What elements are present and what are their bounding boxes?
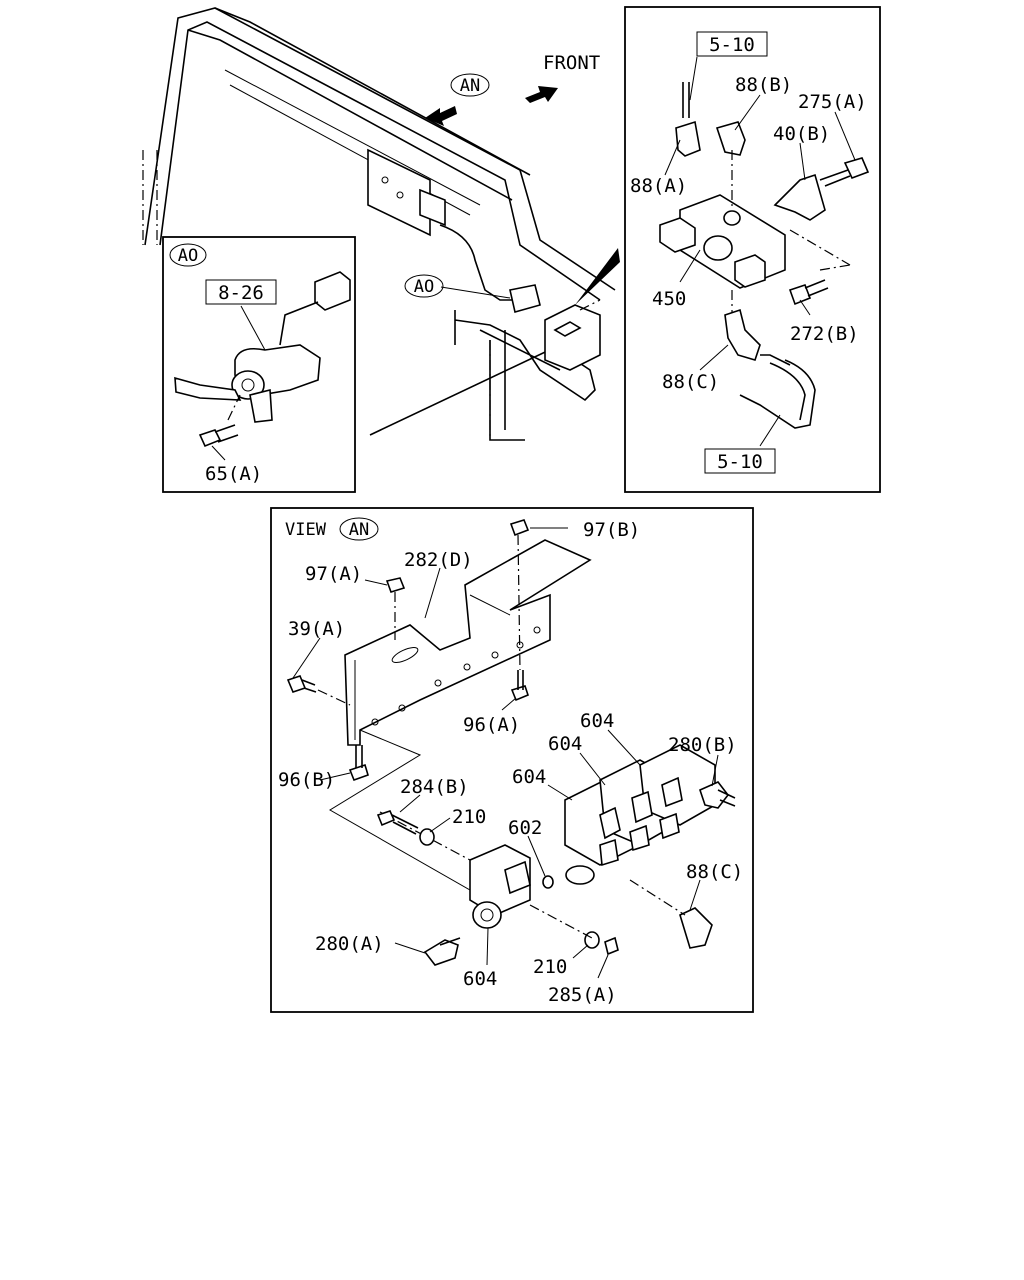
label-604-bottom: 604 — [463, 968, 497, 990]
label-210-lower: 210 — [533, 956, 567, 978]
callout-an-text: AN — [460, 76, 480, 96]
label-97a: 97(A) — [305, 563, 362, 585]
main-view — [142, 7, 620, 441]
label-285a: 285(A) — [548, 984, 617, 1006]
label-280b: 280(B) — [668, 734, 737, 756]
label-284b: 284(B) — [400, 776, 469, 798]
view-an-tag: AN — [349, 520, 369, 540]
label-65a: 65(A) — [205, 463, 262, 485]
label-450: 450 — [652, 288, 686, 310]
label-96b: 96(B) — [278, 769, 335, 791]
view-an: VIEW AN — [270, 507, 754, 1013]
label-604-top: 604 — [580, 710, 614, 732]
label-96a: 96(A) — [463, 714, 520, 736]
front-label: FRONT — [543, 52, 600, 74]
label-604-middle: 604 — [548, 733, 582, 755]
callout-ao-text: AO — [414, 277, 434, 297]
inset-ao-tag: AO — [178, 246, 198, 266]
label-602: 602 — [508, 817, 542, 839]
label-604-left: 604 — [512, 766, 546, 788]
inset-ao-ref: 8-26 — [218, 282, 264, 304]
label-275a: 275(A) — [798, 91, 867, 113]
label-39a: 39(A) — [288, 618, 345, 640]
label-272b: 272(B) — [790, 323, 859, 345]
label-282d: 282(D) — [404, 549, 473, 571]
ref-5-10-top: 5-10 — [709, 34, 755, 56]
callout-an-main: AN — [450, 73, 490, 97]
label-88c-right: 88(C) — [662, 371, 719, 393]
inset-ao: AO 8-26 65(A) — [162, 236, 356, 493]
inset-right: 5-10 5-10 — [624, 6, 881, 493]
label-88c-view: 88(C) — [686, 861, 743, 883]
label-97b: 97(B) — [583, 519, 640, 541]
label-280a: 280(A) — [315, 933, 384, 955]
label-88b: 88(B) — [735, 74, 792, 96]
callout-ao-main: AO — [404, 274, 444, 298]
ref-5-10-bottom: 5-10 — [717, 451, 763, 473]
view-an-prefix: VIEW — [285, 520, 327, 540]
label-88a: 88(A) — [630, 175, 687, 197]
label-40b: 40(B) — [773, 123, 830, 145]
label-210-upper: 210 — [452, 806, 486, 828]
